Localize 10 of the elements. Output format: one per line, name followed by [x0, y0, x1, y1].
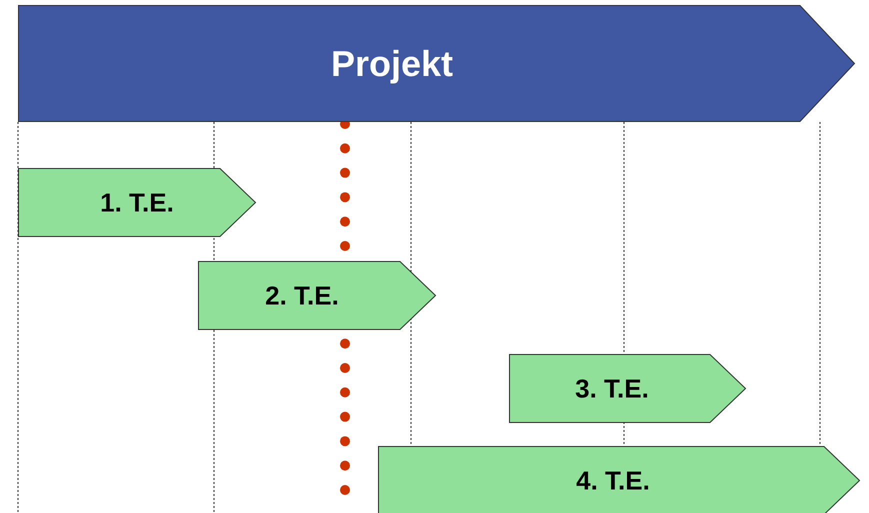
task-arrow — [18, 168, 256, 237]
task-arrow — [378, 446, 860, 513]
task-arrow — [509, 354, 746, 423]
bar-label: 2. T.E. — [265, 280, 339, 311]
project-arrow — [18, 5, 855, 122]
task-arrow — [198, 261, 436, 330]
bar-label: 3. T.E. — [575, 373, 649, 404]
bar-label: Projekt — [330, 42, 454, 84]
bar-label: 4. T.E. — [576, 465, 650, 496]
bar-label: 1. T.E. — [100, 187, 174, 218]
